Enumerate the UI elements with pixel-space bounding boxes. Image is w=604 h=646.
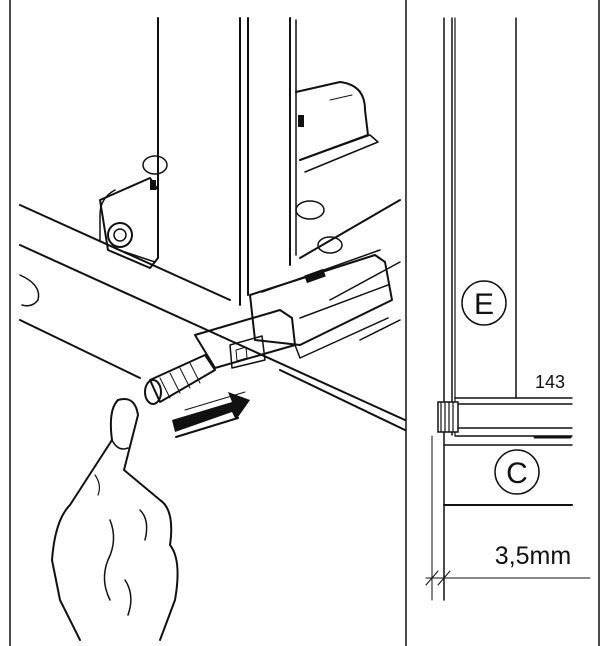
svg-text:C: C — [506, 457, 528, 490]
svg-text:E: E — [474, 288, 494, 321]
rear-latch-housing — [142, 81, 379, 254]
left-latch-housing — [99, 177, 159, 269]
dimension-bottom-label: 3,5mm — [495, 542, 571, 570]
shelf-rails — [19, 199, 406, 431]
push-latch-icon — [144, 249, 393, 405]
left-panel — [19, 17, 406, 641]
callout-c: C — [494, 449, 540, 495]
cabinet-panels — [157, 17, 297, 306]
right-panel: E C 143 3,5mm — [425, 17, 591, 601]
push-arrow-icon — [172, 391, 250, 438]
dimension-top-label: 143 — [535, 372, 565, 392]
finger-icon — [51, 398, 179, 641]
callout-e: E — [461, 280, 507, 326]
latch-section-icon — [437, 401, 459, 433]
dimension-3-5mm — [425, 435, 591, 601]
